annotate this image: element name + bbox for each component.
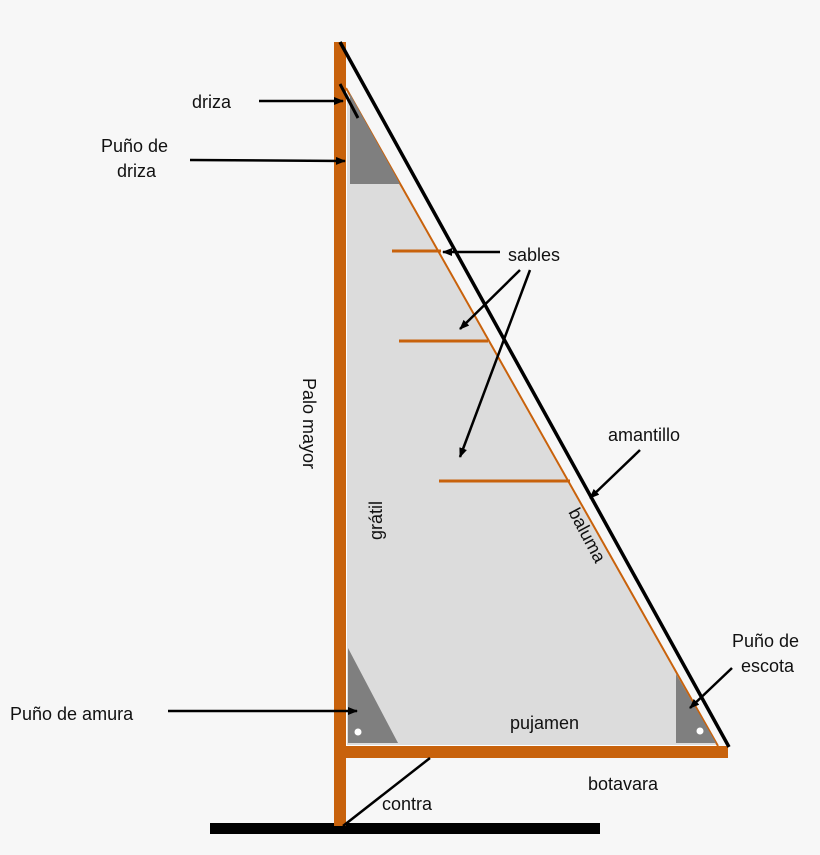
- leech-edge: [345, 87, 719, 747]
- sables-arrow-3: [458, 269, 532, 458]
- label-puno-driza-line2: driza: [117, 161, 157, 181]
- topping-lift-line: [338, 41, 731, 748]
- clew-eyelet: [696, 727, 704, 735]
- tack-eyelet: [354, 728, 362, 736]
- label-sables: sables: [508, 245, 560, 265]
- label-puno-escota-line2: escota: [741, 656, 795, 676]
- label-puno-driza-line1: Puño de: [101, 136, 168, 156]
- mast: [334, 42, 346, 826]
- vang-line: [342, 757, 431, 827]
- sables-arrow-2: [459, 269, 521, 330]
- label-puno-amura: Puño de amura: [10, 704, 134, 724]
- label-palo-mayor: Palo mayor: [299, 378, 319, 469]
- label-puno-escota-line1: Puño de: [732, 631, 799, 651]
- label-contra: contra: [382, 794, 433, 814]
- base-bar: [210, 823, 600, 834]
- halyard-line: [338, 83, 360, 119]
- label-pujamen: pujamen: [510, 713, 579, 733]
- head-reinforcement: [350, 94, 400, 184]
- label-botavara: botavara: [588, 774, 659, 794]
- puno-driza-arrow: [189, 156, 346, 165]
- boom: [340, 746, 728, 758]
- amantillo-arrow: [589, 449, 641, 499]
- label-gratil: grátil: [366, 501, 386, 540]
- label-amantillo: amantillo: [608, 425, 680, 445]
- label-driza: driza: [192, 92, 232, 112]
- puno-escota-arrow: [689, 667, 733, 709]
- tack-reinforcement: [348, 648, 398, 743]
